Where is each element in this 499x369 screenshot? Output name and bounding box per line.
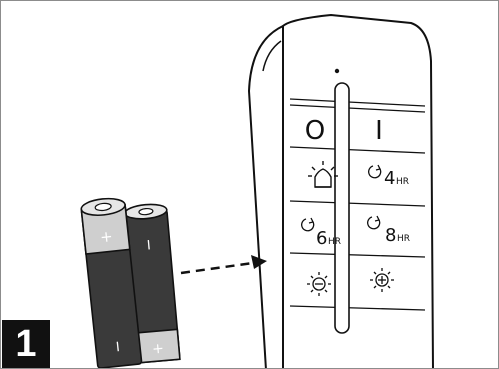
battery-back: I + [124, 203, 181, 364]
svg-text:I: I [375, 116, 383, 146]
flame-light-icon [308, 161, 338, 188]
svg-text:HR: HR [328, 237, 341, 247]
power-off-button[interactable]: O [305, 116, 325, 146]
battery-plus-label: + [99, 227, 113, 246]
insert-arrow-icon [180, 255, 267, 275]
timer-icon [301, 217, 315, 232]
timer-icon [368, 164, 382, 179]
battery-front: + I [80, 197, 143, 368]
flame-button[interactable] [308, 161, 338, 188]
svg-text:8: 8 [385, 225, 396, 246]
power-on-button[interactable]: I [375, 116, 383, 146]
remote-control [248, 14, 434, 368]
svg-text:O: O [305, 116, 325, 146]
svg-text:HR: HR [397, 234, 410, 244]
battery-plus-label: + [151, 341, 164, 358]
brightness-down-button[interactable] [307, 272, 331, 296]
timer-icon [367, 215, 381, 230]
brightness-down-icon [307, 272, 331, 296]
led-indicator-icon [334, 68, 340, 74]
svg-text:6: 6 [316, 228, 327, 249]
remote-center-slot [334, 82, 350, 334]
brightness-up-button[interactable] [370, 268, 394, 292]
battery-minus-label: I [115, 340, 120, 355]
timer-6-button[interactable]: 6 HR [301, 217, 341, 249]
step-number-badge: 1 [2, 320, 50, 368]
svg-text:HR: HR [396, 177, 409, 187]
brightness-up-icon [370, 268, 394, 292]
battery-minus-label: I [146, 238, 151, 253]
timer-4-button[interactable]: 4 HR [368, 164, 409, 189]
svg-text:4: 4 [384, 168, 395, 189]
timer-8-button[interactable]: 8 HR [367, 215, 410, 246]
